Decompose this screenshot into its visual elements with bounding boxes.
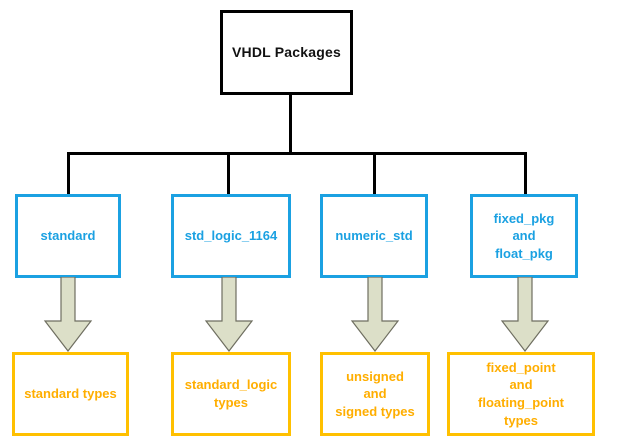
node-type-fixed-floating-point-types: fixed_point and floating_point types <box>447 352 595 436</box>
arrow-fixed-float-pkg-to-fixed-floating-point-types <box>500 277 550 353</box>
connector-root-trunk <box>289 95 292 155</box>
node-type-fixed-floating-point-types-label: fixed_point and floating_point types <box>478 359 564 428</box>
connector-drop-fixed-float-pkg <box>524 152 527 195</box>
node-package-fixed-float-pkg: fixed_pkg and float_pkg <box>470 194 578 278</box>
node-type-standard-types: standard types <box>12 352 129 436</box>
node-package-standard: standard <box>15 194 121 278</box>
node-package-std-logic-1164-label: std_logic_1164 <box>184 228 278 244</box>
node-type-standard-logic-types: standard_logic types <box>171 352 291 436</box>
connector-drop-std-logic-1164 <box>227 152 230 195</box>
node-package-fixed-float-pkg-label: fixed_pkg and float_pkg <box>493 210 555 261</box>
node-type-unsigned-signed-types-label: unsigned and signed types <box>335 368 415 419</box>
arrow-standard-to-standard-types <box>43 277 93 353</box>
arrow-std-logic-1164-to-standard-logic-types <box>204 277 254 353</box>
node-package-standard-label: standard <box>40 228 96 244</box>
node-type-standard-logic-types-label: standard_logic types <box>184 377 278 410</box>
node-package-numeric-std-label: numeric_std <box>335 228 413 244</box>
node-vhdl-packages: VHDL Packages <box>220 10 353 95</box>
connector-drop-standard <box>67 152 70 195</box>
connector-drop-numeric-std <box>373 152 376 195</box>
node-type-unsigned-signed-types: unsigned and signed types <box>320 352 430 436</box>
node-package-numeric-std: numeric_std <box>320 194 428 278</box>
arrow-numeric-std-to-unsigned-signed-types <box>350 277 400 353</box>
connector-horizontal-bus <box>67 152 527 155</box>
node-vhdl-packages-label: VHDL Packages <box>232 44 341 61</box>
node-type-standard-types-label: standard types <box>24 386 117 402</box>
node-package-std-logic-1164: std_logic_1164 <box>171 194 291 278</box>
